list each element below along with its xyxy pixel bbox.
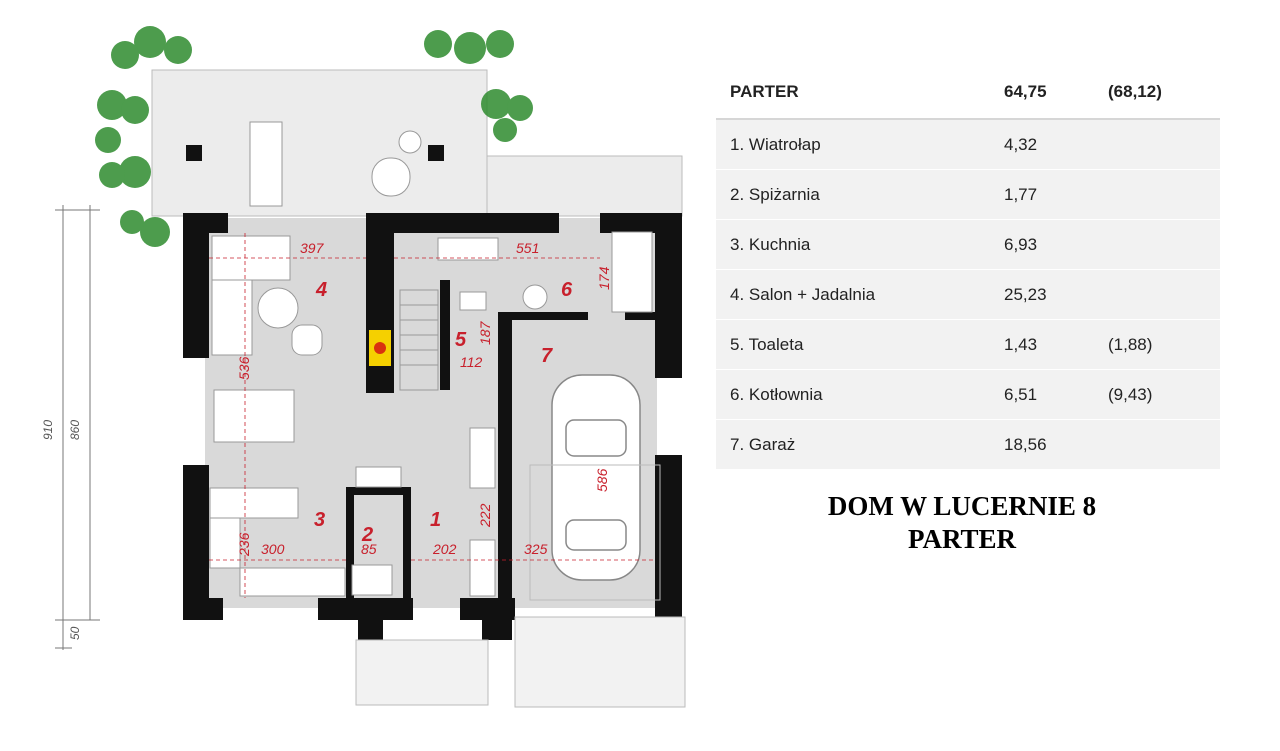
garage-canopy: [514, 616, 686, 708]
header-area-alt: (68,12): [1094, 66, 1220, 120]
car: [551, 374, 641, 581]
room-number-4: 4: [315, 279, 327, 301]
room-number-6: 6: [561, 279, 573, 301]
room-area-alt: [1094, 419, 1220, 470]
room-number-2: 2: [361, 524, 373, 546]
terrace-side: [486, 155, 683, 217]
room-area: 4,32: [990, 119, 1094, 170]
dim-187: 187: [477, 320, 493, 345]
room-area: 6,93: [990, 219, 1094, 270]
terrace-table: [249, 121, 283, 207]
dim-551: 551: [516, 240, 539, 256]
table-row: 2. Spiżarnia 1,77: [716, 169, 1220, 220]
dim-300: 300: [261, 541, 285, 557]
dim-536: 536: [236, 356, 252, 380]
dim-174: 174: [596, 266, 612, 290]
dim-236: 236: [236, 532, 252, 557]
dim-397: 397: [300, 240, 325, 256]
table-row: 4. Salon + Jadalnia 25,23: [716, 269, 1220, 320]
room-label: 4. Salon + Jadalnia: [716, 269, 990, 320]
room-area: 25,23: [990, 269, 1094, 320]
stairs: [399, 289, 439, 391]
room-label: 2. Spiżarnia: [716, 169, 990, 220]
room-label: 1. Wiatrołap: [716, 119, 990, 170]
header-area: 64,75: [990, 66, 1094, 120]
room-area-alt: [1094, 169, 1220, 220]
room-number-5: 5: [455, 329, 467, 351]
dim-222: 222: [477, 503, 493, 528]
room-area: 18,56: [990, 419, 1094, 470]
caption-title: DOM W LUCERNIE 8: [827, 491, 1097, 521]
dim-202: 202: [432, 541, 457, 557]
caption-subtitle: PARTER: [907, 524, 1017, 554]
plan-caption: DOM W LUCERNIE 8 PARTER: [740, 490, 1184, 556]
floor-plan: 910 860 50 4 6 5 7 3 2 1 397 551 174 536…: [41, 26, 686, 708]
inner-dimension-lines: [209, 233, 655, 598]
terrace: [151, 69, 488, 217]
room-number-1: 1: [430, 509, 441, 531]
fireplace-flame-icon: [374, 342, 386, 354]
garage-parking-zone: [529, 464, 661, 601]
tree-cluster-left: [95, 26, 192, 247]
furniture: [209, 231, 653, 597]
terrace-post: [428, 145, 444, 161]
table-row: 7. Garaż 18,56: [716, 419, 1220, 470]
area-table: PARTER 64,75 (68,12) 1. Wiatrołap 4,32 2…: [716, 66, 1220, 470]
terrace-lounger: [371, 157, 411, 197]
table-row: 1. Wiatrołap 4,32: [716, 119, 1220, 170]
room-label: 3. Kuchnia: [716, 219, 990, 270]
header-label: PARTER: [716, 66, 990, 120]
dim-step: 50: [68, 626, 82, 640]
area-table-header: PARTER 64,75 (68,12): [716, 66, 1220, 120]
external-dimension-lines: [55, 205, 100, 650]
room-label: 7. Garaż: [716, 419, 990, 470]
table-row: 6. Kotłownia 6,51 (9,43): [716, 369, 1220, 420]
dim-586: 586: [594, 468, 610, 492]
dim-112: 112: [460, 354, 483, 370]
terrace-side-table: [398, 130, 422, 154]
room-label: 6. Kotłownia: [716, 369, 990, 420]
dim-325: 325: [524, 541, 548, 557]
dim-outer: 910: [41, 420, 55, 440]
table-row: 3. Kuchnia 6,93: [716, 219, 1220, 270]
entrance-canopy: [355, 639, 489, 706]
terrace-post: [186, 145, 202, 161]
room-area: 6,51: [990, 369, 1094, 420]
room-area-alt: [1094, 269, 1220, 320]
room-area-alt: [1094, 219, 1220, 270]
table-row: 5. Toaleta 1,43 (1,88): [716, 319, 1220, 370]
room-number-3: 3: [314, 509, 325, 531]
room-label: 5. Toaleta: [716, 319, 990, 370]
tree-cluster-right: [424, 30, 533, 142]
dim-85: 85: [361, 541, 377, 557]
dim-inner: 860: [68, 420, 82, 440]
room-area: 1,43: [990, 319, 1094, 370]
room-area-alt: (9,43): [1094, 369, 1220, 420]
room-area: 1,77: [990, 169, 1094, 220]
room-number-7: 7: [541, 345, 553, 367]
room-area-alt: (1,88): [1094, 319, 1220, 370]
room-area-alt: [1094, 119, 1220, 170]
